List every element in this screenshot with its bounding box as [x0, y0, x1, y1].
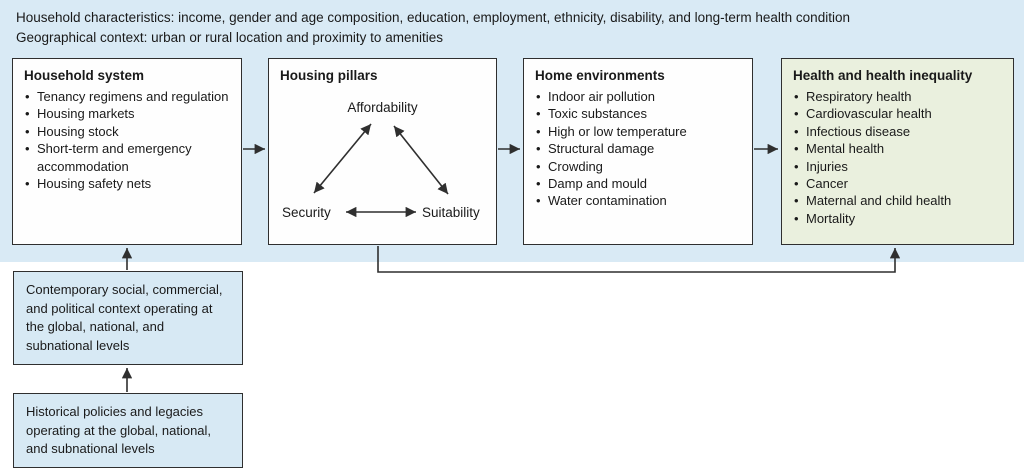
box-housing-pillars: Housing pillars Affordability Security S…: [268, 58, 497, 245]
list-item: High or low temperature: [535, 123, 746, 141]
box-title: Home environments: [535, 68, 665, 83]
home-environments-list: Indoor air pollution Toxic substances Hi…: [524, 88, 752, 210]
list-item: Housing markets: [24, 105, 235, 123]
box-health-inequality: Health and health inequality Respiratory…: [781, 58, 1014, 245]
list-item: Damp and mould: [535, 175, 746, 193]
box-home-environments: Home environments Indoor air pollution T…: [523, 58, 753, 245]
box-title: Household system: [24, 68, 145, 83]
contemporary-context-text: Contemporary social, commercial, and pol…: [26, 282, 223, 353]
list-item: Injuries: [793, 158, 1007, 176]
list-item: Indoor air pollution: [535, 88, 746, 106]
list-item: Cardiovascular health: [793, 105, 1007, 123]
pillar-security-label: Security: [282, 205, 331, 220]
box-title: Health and health inequality: [793, 68, 973, 83]
list-item: Mental health: [793, 140, 1007, 158]
list-item: Water contamination: [535, 192, 746, 210]
list-item: Housing safety nets: [24, 175, 235, 193]
list-item: Tenancy regimens and regulation: [24, 88, 235, 106]
box-household-system: Household system Tenancy regimens and re…: [12, 58, 242, 245]
arrow-affordability-suitability: [393, 125, 449, 195]
list-item: Structural damage: [535, 140, 746, 158]
list-item: Mortality: [793, 210, 1007, 228]
list-item: Cancer: [793, 175, 1007, 193]
list-item: Toxic substances: [535, 105, 746, 123]
list-item: Short-term and emergency accommodation: [24, 140, 235, 175]
pillars-triangle-arrows: [313, 123, 449, 218]
historical-context-text: Historical policies and legacies operati…: [26, 404, 212, 456]
list-item: Housing stock: [24, 123, 235, 141]
health-inequality-list: Respiratory health Cardiovascular health…: [782, 88, 1013, 228]
diagram-header: Household characteristics: income, gende…: [16, 8, 850, 48]
arrow-security-affordability: [313, 123, 372, 194]
header-household-characteristics: Household characteristics: income, gende…: [16, 10, 850, 25]
pillar-suitability-label: Suitability: [422, 205, 480, 220]
header-geographical-context: Geographical context: urban or rural loc…: [16, 30, 443, 45]
box-contemporary-context: Contemporary social, commercial, and pol…: [13, 271, 243, 365]
arrow-pillars-to-health-bottom: [377, 246, 901, 273]
list-item: Infectious disease: [793, 123, 1007, 141]
household-system-list: Tenancy regimens and regulation Housing …: [13, 88, 241, 193]
box-historical-context: Historical policies and legacies operati…: [13, 393, 243, 468]
list-item: Respiratory health: [793, 88, 1007, 106]
list-item: Crowding: [535, 158, 746, 176]
box-title: Housing pillars: [280, 68, 378, 83]
list-item: Maternal and child health: [793, 192, 1007, 210]
pillar-affordability-label: Affordability: [347, 100, 418, 115]
